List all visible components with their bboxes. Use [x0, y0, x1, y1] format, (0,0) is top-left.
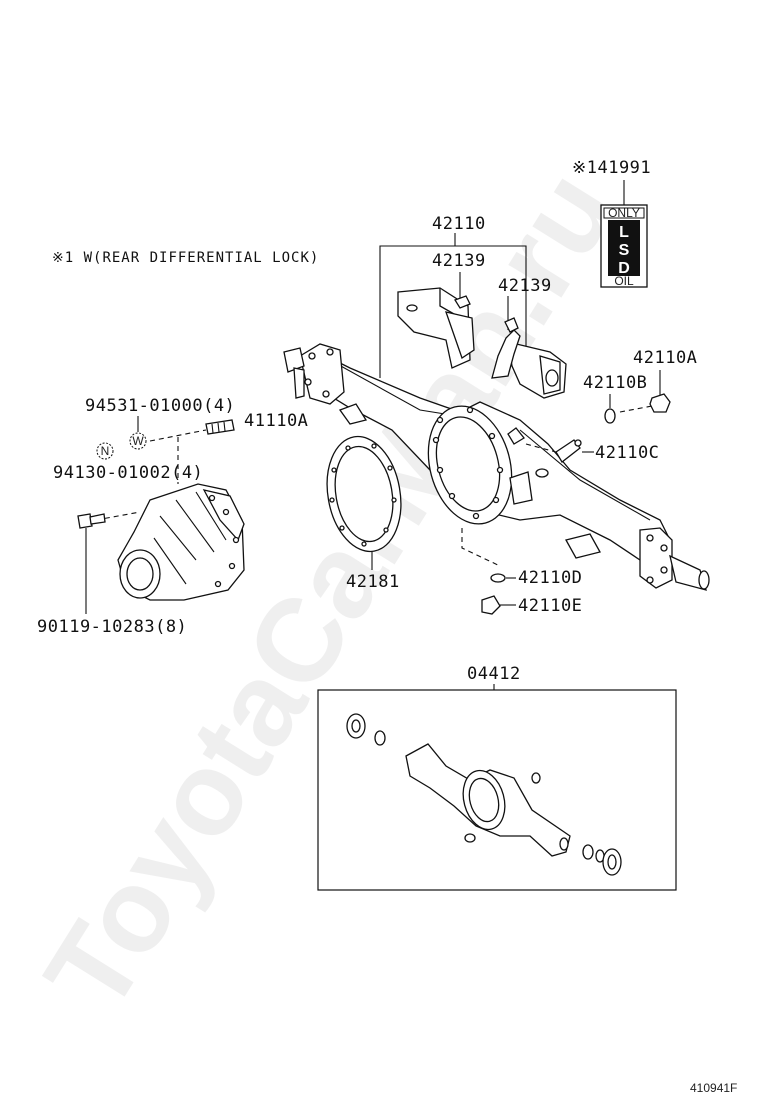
label-41110A-left[interactable]: 41110A — [244, 411, 308, 431]
figure-id: 410941F — [690, 1081, 737, 1095]
left-bump-stopper[interactable] — [397, 287, 475, 369]
right-bump-stopper[interactable] — [491, 317, 567, 399]
gasket-kit-box[interactable] — [317, 689, 677, 891]
plate-bottom-text: OIL — [614, 274, 634, 288]
nut-symbol: N — [96, 442, 114, 460]
label-42110A-right[interactable]: 42110A — [633, 348, 697, 368]
washer-symbol-letter: W — [132, 434, 144, 448]
label-42139-a[interactable]: 42139 — [432, 251, 486, 271]
label-42110C[interactable]: 42110C — [595, 443, 659, 463]
label-42110D[interactable]: 42110D — [518, 568, 582, 588]
rear-axle-housing[interactable] — [283, 343, 710, 591]
breather-hose — [535, 468, 549, 478]
gasket-kit-parts[interactable] — [346, 713, 622, 876]
plate-letter-l: L — [619, 224, 629, 241]
plate-top-text: ONLY — [608, 206, 640, 220]
label-94130[interactable]: 94130-01002(4) — [53, 463, 203, 483]
plate-letter-d: D — [618, 260, 630, 277]
fill-plug-42110A[interactable] — [649, 393, 671, 413]
washer-symbol: W — [129, 432, 147, 450]
carrier-bolt-90119[interactable] — [77, 513, 106, 529]
label-42110E[interactable]: 42110E — [518, 596, 582, 616]
label-94531[interactable]: 94531-01000(4) — [85, 396, 235, 416]
label-42110B[interactable]: 42110B — [583, 373, 647, 393]
breather-42110C[interactable] — [555, 439, 582, 463]
nut-symbol-letter: N — [101, 444, 110, 458]
label-90119[interactable]: 90119-10283(8) — [37, 617, 187, 637]
plate-letter-s: S — [619, 242, 630, 259]
lsd-label-plate[interactable]: ONLY L S D OIL — [600, 204, 648, 288]
label-42110[interactable]: 42110 — [432, 214, 486, 234]
label-42139-b[interactable]: 42139 — [498, 276, 552, 296]
label-04412[interactable]: 04412 — [467, 664, 521, 684]
label-41991[interactable]: ※141991 — [572, 158, 651, 178]
rear-diff-lock-note: ※1 W(REAR DIFFERENTIAL LOCK) — [52, 250, 319, 266]
drain-plug-42110E[interactable] — [481, 595, 501, 615]
carrier-gasket-42181[interactable] — [318, 431, 409, 558]
differential-carrier[interactable] — [117, 483, 245, 601]
gasket-42110D[interactable] — [490, 573, 506, 583]
gasket-42110B[interactable] — [604, 408, 616, 424]
stud-bolt-41110A[interactable] — [205, 419, 235, 435]
label-42181[interactable]: 42181 — [346, 572, 400, 592]
